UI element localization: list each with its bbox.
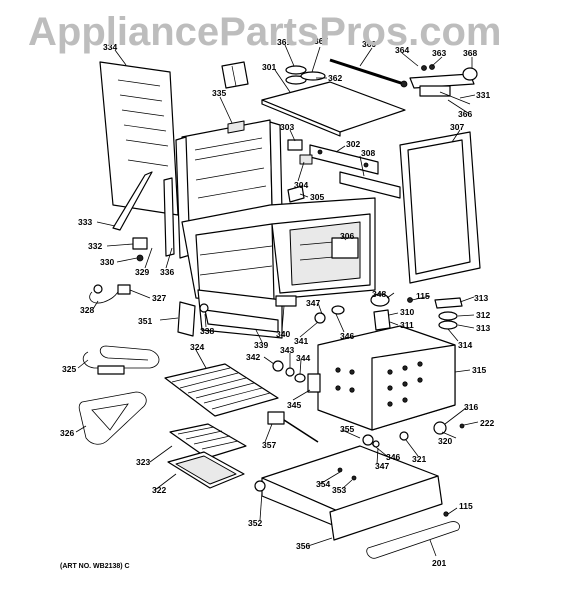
grommets-367-362 xyxy=(285,65,326,85)
part-label-329[interactable]: 329 xyxy=(135,267,149,277)
part-label-331[interactable]: 331 xyxy=(476,90,490,100)
part-label-322[interactable]: 322 xyxy=(152,485,166,495)
part-label-303[interactable]: 303 xyxy=(280,122,294,132)
part-label-301[interactable]: 301 xyxy=(262,62,276,72)
part-label-352[interactable]: 352 xyxy=(248,518,262,528)
part-label-348[interactable]: 348 xyxy=(372,289,386,299)
part-label-302[interactable]: 302 xyxy=(346,139,360,149)
part-label-115[interactable]: 115 xyxy=(416,291,430,301)
part-label-304[interactable]: 304 xyxy=(294,180,308,190)
side-panel-307 xyxy=(399,131,481,284)
part-label-222[interactable]: 222 xyxy=(480,418,494,428)
part-label-339[interactable]: 339 xyxy=(254,340,268,350)
part-label-310[interactable]: 310 xyxy=(400,307,414,317)
broil-element-326 xyxy=(78,391,147,445)
part-label-341[interactable]: 341 xyxy=(294,336,308,346)
valve-assembly-363 xyxy=(409,64,478,105)
part-label-363[interactable]: 363 xyxy=(432,48,446,58)
part-label-330[interactable]: 330 xyxy=(100,257,114,267)
part-label-367[interactable]: 367 xyxy=(314,36,328,46)
part-label-316[interactable]: 316 xyxy=(464,402,478,412)
pivot-parts-340 xyxy=(275,295,345,324)
orifice-parts-342 xyxy=(272,360,321,393)
part-number-labels: 334 335 361 367 369 364 363 368 301 362 … xyxy=(60,36,494,568)
part-label-361[interactable]: 361 xyxy=(277,37,291,47)
bake-element-325 xyxy=(82,345,160,375)
rod-369 xyxy=(329,58,408,88)
part-label-308[interactable]: 308 xyxy=(361,148,375,158)
broiler-grid-323 xyxy=(169,423,247,459)
part-label-347-lower[interactable]: 347 xyxy=(375,461,389,471)
part-label-333[interactable]: 333 xyxy=(78,217,92,227)
part-label-321[interactable]: 321 xyxy=(412,454,426,464)
part-label-327[interactable]: 327 xyxy=(152,293,166,303)
part-label-346-lower[interactable]: 346 xyxy=(386,452,400,462)
part-label-311[interactable]: 311 xyxy=(400,320,414,330)
part-label-354[interactable]: 354 xyxy=(316,479,330,489)
part-label-336[interactable]: 336 xyxy=(160,267,174,277)
igniter-bracket-351 xyxy=(177,301,209,337)
storage-drawer-352 xyxy=(254,445,443,541)
part-label-344[interactable]: 344 xyxy=(296,353,310,363)
part-label-315[interactable]: 315 xyxy=(472,365,486,375)
part-label-324[interactable]: 324 xyxy=(190,342,204,352)
part-label-338[interactable]: 338 xyxy=(200,326,214,336)
burner-box-315 xyxy=(317,325,456,431)
part-label-328[interactable]: 328 xyxy=(80,305,94,315)
part-label-312[interactable]: 312 xyxy=(476,310,490,320)
sensor-357 xyxy=(267,411,319,443)
valve-parts-313 xyxy=(434,297,463,330)
brace-302 xyxy=(309,144,401,199)
top-panel-301 xyxy=(261,81,406,137)
part-label-313[interactable]: 313 xyxy=(474,293,488,303)
part-label-313-lower[interactable]: 313 xyxy=(476,323,490,333)
part-label-342[interactable]: 342 xyxy=(246,352,260,362)
broiler-slide-339 xyxy=(197,289,283,339)
part-label-115-lower[interactable]: 115 xyxy=(459,501,473,511)
part-label-334[interactable]: 334 xyxy=(103,42,117,52)
part-label-305[interactable]: 305 xyxy=(310,192,324,202)
watermark-text: AppliancePartsPros.com xyxy=(28,10,502,54)
broiler-pan-322 xyxy=(167,451,245,489)
part-label-364[interactable]: 364 xyxy=(395,45,409,55)
part-label-314[interactable]: 314 xyxy=(458,340,472,350)
part-label-325[interactable]: 325 xyxy=(62,364,76,374)
part-label-368[interactable]: 368 xyxy=(463,48,477,58)
bracket-361 xyxy=(221,61,249,89)
part-label-369[interactable]: 369 xyxy=(362,39,376,49)
wire-harness-328 xyxy=(89,284,131,304)
part-label-343[interactable]: 343 xyxy=(280,345,294,355)
part-label-345[interactable]: 345 xyxy=(287,400,301,410)
part-label-347[interactable]: 347 xyxy=(306,298,320,308)
oven-rack-324 xyxy=(164,363,279,417)
part-label-340[interactable]: 340 xyxy=(276,329,290,339)
part-label-362[interactable]: 362 xyxy=(328,73,342,83)
part-label-323[interactable]: 323 xyxy=(136,457,150,467)
part-label-320[interactable]: 320 xyxy=(438,436,452,446)
drawer-handle-201 xyxy=(366,511,460,559)
part-label-353[interactable]: 353 xyxy=(332,485,346,495)
part-label-335[interactable]: 335 xyxy=(212,88,226,98)
part-label-332[interactable]: 332 xyxy=(88,241,102,251)
support-rod-333 xyxy=(112,171,175,257)
art-number-label: (ART NO. WB2138) C xyxy=(60,563,130,570)
small-fittings-346 xyxy=(362,421,465,448)
leader-lines xyxy=(75,44,479,557)
part-label-356[interactable]: 356 xyxy=(296,541,310,551)
part-label-355[interactable]: 355 xyxy=(340,424,354,434)
part-label-351[interactable]: 351 xyxy=(138,316,152,326)
burner-cap-348 xyxy=(370,293,413,331)
part-label-346[interactable]: 346 xyxy=(340,331,354,341)
part-label-201[interactable]: 201 xyxy=(432,558,446,568)
part-label-306[interactable]: 306 xyxy=(340,231,354,241)
part-label-326[interactable]: 326 xyxy=(60,428,74,438)
small-parts-303-305 xyxy=(287,139,313,203)
part-label-357[interactable]: 357 xyxy=(262,440,276,450)
part-label-307[interactable]: 307 xyxy=(450,122,464,132)
bracket-332 xyxy=(132,237,148,262)
oven-liner-306 xyxy=(181,197,376,306)
part-label-366[interactable]: 366 xyxy=(458,109,472,119)
